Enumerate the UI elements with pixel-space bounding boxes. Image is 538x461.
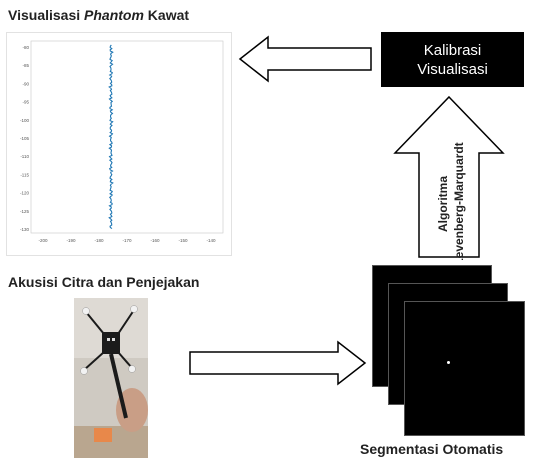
tracking-marker-photo [74,298,148,458]
plot-frame [30,40,224,234]
y-tick-label: -105 [20,136,30,141]
y-tick-label: -125 [20,209,30,214]
acquisition-title: Akusisi Citra dan Penjejakan [8,274,200,290]
x-tick-label: -180 [94,238,104,243]
calibration-line2: Visualisasi [417,60,488,78]
y-tick-label: -90 [22,81,29,86]
y-tick-label: -130 [20,227,30,232]
visualization-title: Visualisasi Phantom Kawat [8,7,189,23]
phantom-trace [108,44,114,230]
acquisition-photo [74,298,148,458]
y-tick-label: -95 [22,100,29,105]
y-tick-label: -110 [20,154,29,159]
visualization-title-suffix: Kawat [143,7,190,23]
up-arrow: Algoritma Levenberg-Marquardt [393,95,505,260]
visualization-title-italic: Phantom [84,7,144,23]
y-tick-label: -120 [20,191,30,196]
left-arrow [238,35,372,83]
x-tick-label: -160 [150,238,160,243]
calibration-box: Kalibrasi Visualisasi [381,32,524,87]
segmentation-title: Segmentasi Otomatis [360,441,504,457]
segmentation-frame-front [404,301,525,436]
calibration-line1: Kalibrasi [423,41,482,59]
y-tick-label: -115 [20,172,29,177]
y-tick-label: -100 [20,118,30,123]
x-tick-label: -140 [206,238,216,243]
algorithm-line2: Levenberg-Marquardt [452,142,466,260]
segmented-marker-dot [447,361,450,364]
y-tick-label: -85 [22,63,29,68]
x-tick-label: -150 [178,238,188,243]
right-arrow [189,340,367,386]
x-tick-label: -200 [38,238,48,243]
y-tick-label: -80 [22,45,29,50]
x-tick-label: -190 [66,238,76,243]
phantom-plot-svg: -80 -85 -90 -95 -100 -105 -110 -115 -120 -125 -130… [20,40,224,243]
phantom-plot: -80 -85 -90 -95 -100 -105 -110 -115 -120 -125 -130… [6,32,232,256]
visualization-title-prefix: Visualisasi [8,7,85,23]
algorithm-line1: Algoritma [436,176,450,232]
x-tick-label: -170 [122,238,132,243]
